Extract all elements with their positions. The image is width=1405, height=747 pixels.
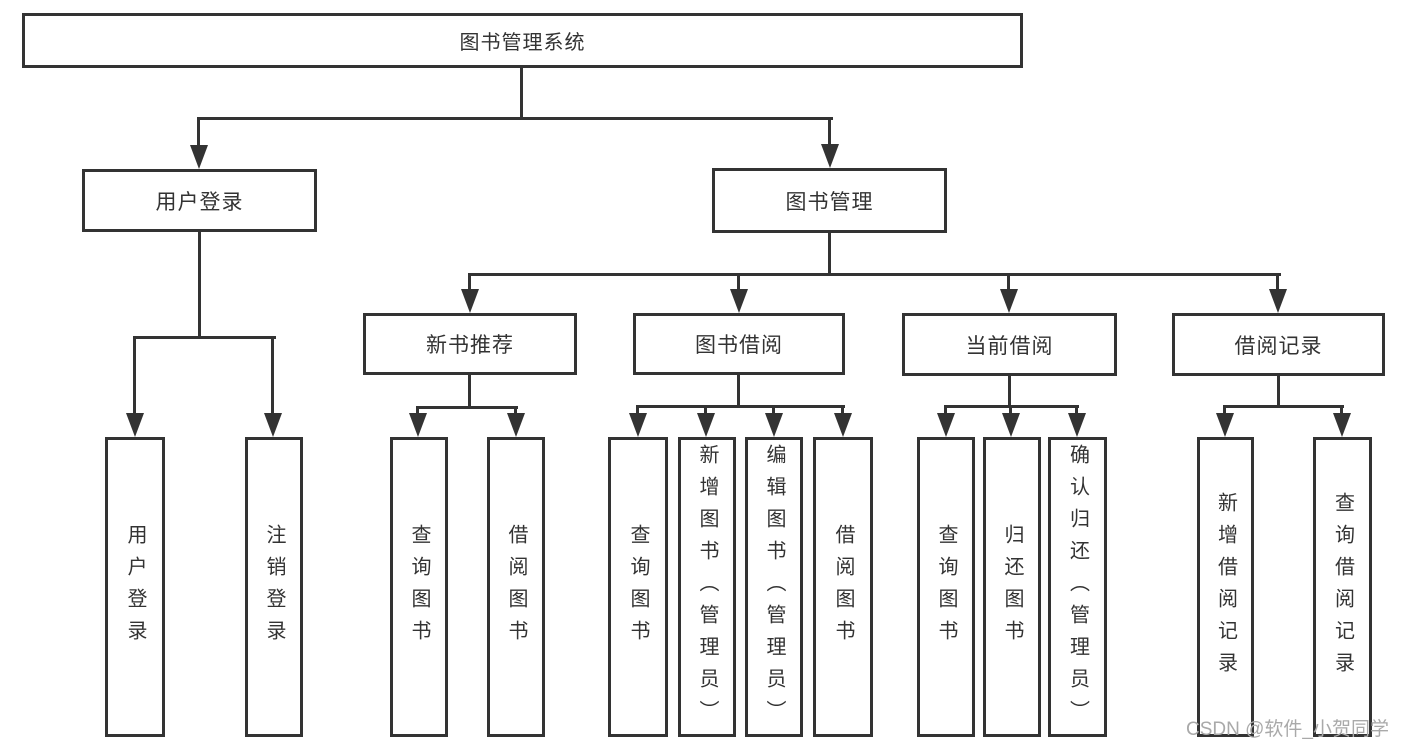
- csdn-watermark: CSDN @软件_小贺同学: [1186, 719, 1389, 740]
- arrow-down-icon: [264, 336, 282, 437]
- arrow-down-icon: [1269, 273, 1287, 313]
- leaf-edit-book-admin: 编辑图书（管理员）: [745, 437, 803, 737]
- arrow-down-icon: [461, 273, 479, 313]
- arrow-down-icon: [1333, 405, 1351, 437]
- node-new-book-recommend: 新书推荐: [363, 313, 577, 375]
- connector-new-book-feed: [468, 375, 471, 406]
- connector-current-borrow-bus: [945, 405, 1079, 408]
- leaf-logout: 注销登录: [245, 437, 303, 737]
- leaf-return-book: 归还图书: [983, 437, 1041, 737]
- arrow-down-icon: [629, 405, 647, 437]
- node-borrow-record: 借阅记录: [1172, 313, 1385, 376]
- connector-book-borrow-bus: [637, 405, 845, 408]
- arrow-down-icon: [1216, 405, 1234, 437]
- node-user-login: 用户登录: [82, 169, 317, 232]
- node-book-borrow: 图书借阅: [633, 313, 845, 375]
- leaf-confirm-return-admin: 确认归还（管理员）: [1048, 437, 1107, 737]
- leaf-query-book-current: 查询图书: [917, 437, 975, 737]
- connector-root-feed: [520, 68, 523, 117]
- connector-user-login-feed: [198, 232, 201, 336]
- arrow-down-icon: [1000, 273, 1018, 313]
- leaf-user-login: 用户登录: [105, 437, 165, 737]
- node-library-management-system: 图书管理系统: [22, 13, 1023, 68]
- connector-level2-bus: [198, 117, 833, 120]
- connector-level3-bus: [469, 273, 1281, 276]
- leaf-borrow-book: 借阅图书: [813, 437, 873, 737]
- connector-book-mgmt-feed: [828, 233, 831, 273]
- leaf-add-borrow-record: 新增借阅记录: [1197, 437, 1254, 737]
- leaf-borrow-book-recommend: 借阅图书: [487, 437, 545, 737]
- arrow-down-icon: [937, 405, 955, 437]
- leaf-add-book-admin: 新增图书（管理员）: [678, 437, 736, 737]
- arrow-down-icon: [409, 406, 427, 437]
- arrow-down-icon: [765, 405, 783, 437]
- arrow-down-icon: [834, 405, 852, 437]
- arrow-down-icon: [730, 273, 748, 313]
- arrow-down-icon: [1002, 405, 1020, 437]
- leaf-query-borrow-record: 查询借阅记录: [1313, 437, 1372, 737]
- connector-borrow-record-bus: [1224, 405, 1344, 408]
- connector-user-login-bus: [134, 336, 276, 339]
- arrow-down-icon: [190, 117, 208, 169]
- node-book-management: 图书管理: [712, 168, 947, 233]
- arrow-down-icon: [697, 405, 715, 437]
- arrow-down-icon: [507, 406, 525, 437]
- node-current-borrow: 当前借阅: [902, 313, 1117, 376]
- leaf-query-book-borrow: 查询图书: [608, 437, 668, 737]
- connector-book-borrow-feed: [737, 375, 740, 405]
- leaf-query-book-recommend: 查询图书: [390, 437, 448, 737]
- connector-borrow-record-feed: [1277, 376, 1280, 405]
- arrow-down-icon: [126, 336, 144, 437]
- arrow-down-icon: [1068, 405, 1086, 437]
- connector-new-book-bus: [417, 406, 518, 409]
- connector-current-borrow-feed: [1008, 376, 1011, 405]
- arrow-down-icon: [821, 117, 839, 168]
